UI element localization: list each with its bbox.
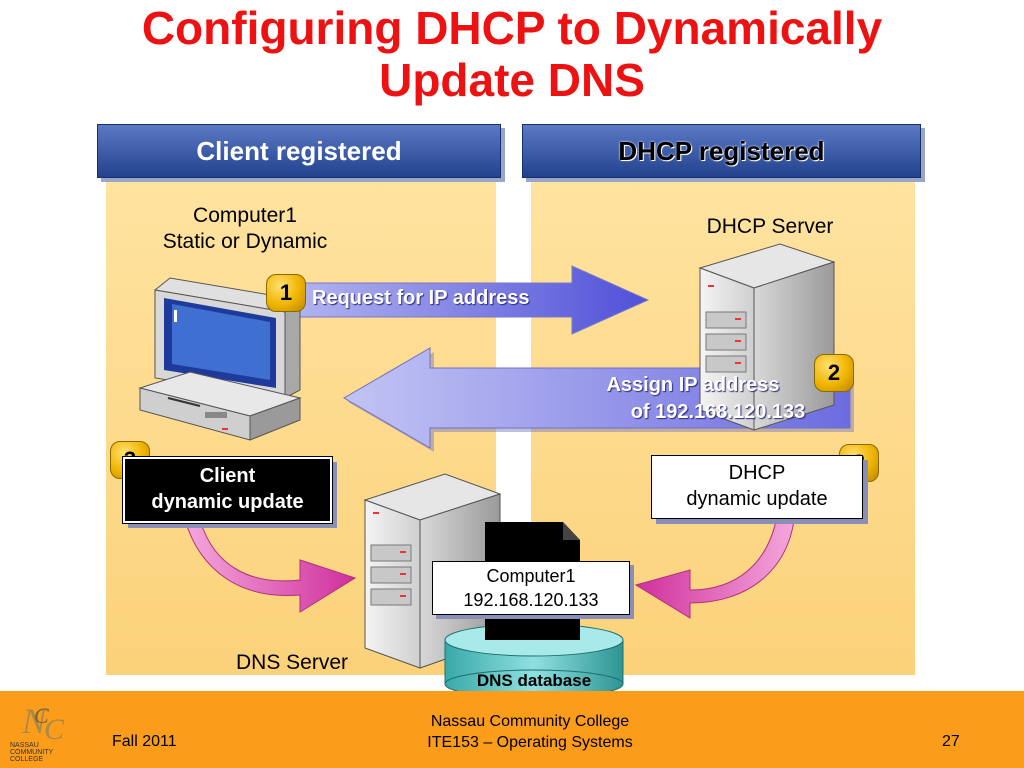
footer-date: Fall 2011	[112, 733, 177, 750]
computer-name: Computer1	[193, 204, 297, 227]
computer-label: Computer1 Static or Dynamic	[130, 203, 360, 255]
client-registered-header: Client registered	[97, 124, 501, 178]
dns-database-label: DNS database	[476, 671, 592, 690]
step-1-badge: 1	[266, 274, 306, 312]
svg-text:COMMUNITY: COMMUNITY	[10, 749, 53, 756]
title-line-1: Configuring DHCP to Dynamically	[141, 2, 883, 54]
footer-bar: N C C NASSAU COMMUNITY COLLEGE Fall 2011…	[0, 691, 1024, 768]
title-line-2: Update DNS	[379, 54, 645, 106]
client-update-line-2: dynamic update	[151, 491, 304, 513]
client-update-box: Client dynamic update	[122, 456, 333, 524]
dns-server-icon	[363, 473, 502, 669]
svg-text:C: C	[44, 713, 65, 746]
dns-record-name: Computer1	[486, 566, 576, 586]
dhcp-update-arrow	[634, 509, 796, 619]
dns-record-box: Computer1 192.168.120.133	[432, 561, 630, 615]
college-logo: N C C NASSAU COMMUNITY COLLEGE	[10, 701, 65, 761]
dhcp-update-line-1: DHCP	[728, 462, 786, 484]
step-2-badge: 2	[814, 354, 854, 392]
assign-line-1: Assign IP address	[606, 374, 780, 396]
svg-text:C: C	[34, 703, 49, 728]
request-label: Request for IP address	[312, 287, 530, 309]
svg-text:COLLEGE: COLLEGE	[10, 756, 43, 761]
computer-icon	[138, 277, 302, 441]
dhcp-update-line-2: dynamic update	[686, 488, 828, 510]
computer-type: Static or Dynamic	[162, 230, 328, 253]
svg-text:NASSAU: NASSAU	[10, 742, 39, 749]
svg-text:N: N	[21, 701, 48, 741]
footer-course: ITE153 – Operating Systems	[427, 734, 633, 751]
footer-college: Nassau Community College	[430, 713, 630, 730]
dhcp-update-box: DHCP dynamic update	[651, 455, 863, 519]
slide-title: Configuring DHCP to Dynamically Update D…	[0, 2, 1024, 106]
dns-server-label: DNS Server	[235, 651, 349, 674]
page-number: 27	[942, 733, 960, 750]
dns-record-ip: 192.168.120.133	[463, 590, 599, 610]
dhcp-server-label: DHCP Server	[706, 215, 834, 238]
dhcp-server-icon	[698, 243, 836, 431]
dhcp-registered-header: DHCP registered	[522, 124, 921, 178]
footer-center: Nassau Community College ITE153 – Operat…	[380, 711, 680, 753]
client-update-line-1: Client	[199, 465, 256, 487]
client-update-arrow	[184, 519, 357, 613]
assign-label: Assign IP address of 192.168.120.133	[560, 372, 836, 426]
assign-line-2: of 192.168.120.133	[630, 401, 806, 423]
request-arrow	[281, 265, 650, 335]
